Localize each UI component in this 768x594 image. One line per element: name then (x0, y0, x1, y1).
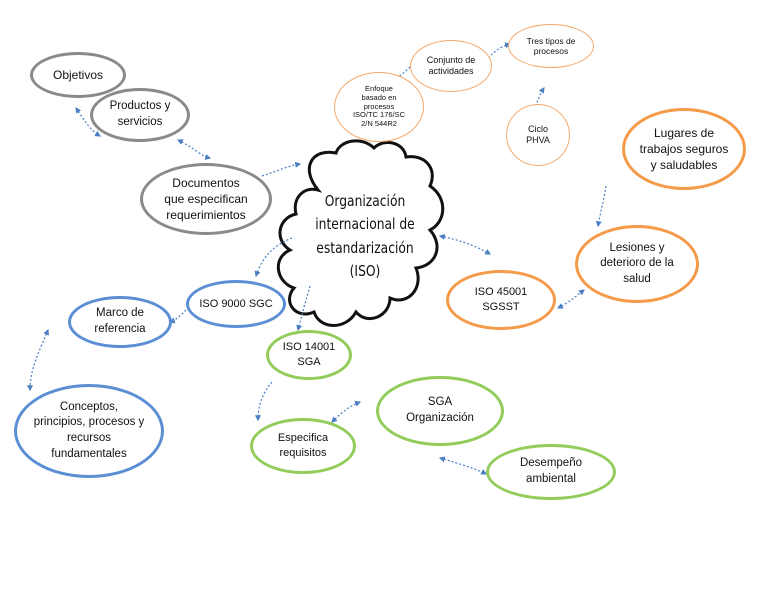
connector-documentos-cloud (261, 161, 302, 177)
node-tres-tipos-procesos: Tres tipos de procesos (508, 24, 594, 68)
connector-sgaorg-desempeno (438, 456, 488, 475)
node-desempeno-ambiental: Desempeño ambiental (486, 444, 616, 500)
node-marco-referencia: Marco de referencia (68, 296, 172, 348)
connector-cloud-iso14001 (296, 285, 311, 332)
connector-cloud-iso45001 (438, 234, 492, 255)
node-conceptos-principios: Conceptos, principios, procesos y recurs… (14, 384, 164, 478)
node-enfoque-procesos: Enfoque basado en procesos ISO/TC 176/SC… (334, 72, 424, 142)
node-sga-organizacion: SGA Organización (376, 376, 504, 446)
node-conjunto-actividades: Conjunto de actividades (410, 40, 492, 92)
connector-cloud-iso9000 (254, 237, 293, 278)
connector-iso9000-marco (168, 309, 187, 324)
node-iso-9000: ISO 9000 SGC (186, 280, 286, 328)
connector-productos-documentos (176, 139, 212, 160)
node-ciclo-phva: Ciclo PHVA (506, 104, 570, 166)
node-productos-servicios: Productos y servicios (90, 88, 190, 142)
connector-iso45001-lesiones (556, 289, 585, 309)
connector-iso14001-especifica (255, 381, 273, 422)
node-lugares-trabajo: Lugares de trabajos seguros y saludables (622, 108, 746, 190)
connector-especifica-sgaorg (331, 400, 362, 423)
connector-enfoque-conjunto (395, 61, 417, 79)
node-iso-45001: ISO 45001 SGSST (446, 270, 556, 330)
central-cloud (277, 139, 445, 327)
node-especifica-requisitos: Especifica requisitos (250, 418, 356, 474)
node-documentos: Documentos que especifican requerimiento… (140, 163, 272, 235)
connector-lugares-lesiones (595, 185, 607, 228)
connector-marco-conceptos (27, 328, 50, 392)
connector-trestipos-ciclo (532, 87, 545, 112)
connector-conjunto-trestipos (487, 42, 512, 59)
node-lesiones-salud: Lesiones y deterioro de la salud (575, 225, 699, 303)
central-topic-label: Organización internacional de estandariz… (315, 192, 415, 280)
node-objetivos: Objetivos (30, 52, 126, 98)
node-iso-14001: ISO 14001 SGA (266, 330, 352, 380)
